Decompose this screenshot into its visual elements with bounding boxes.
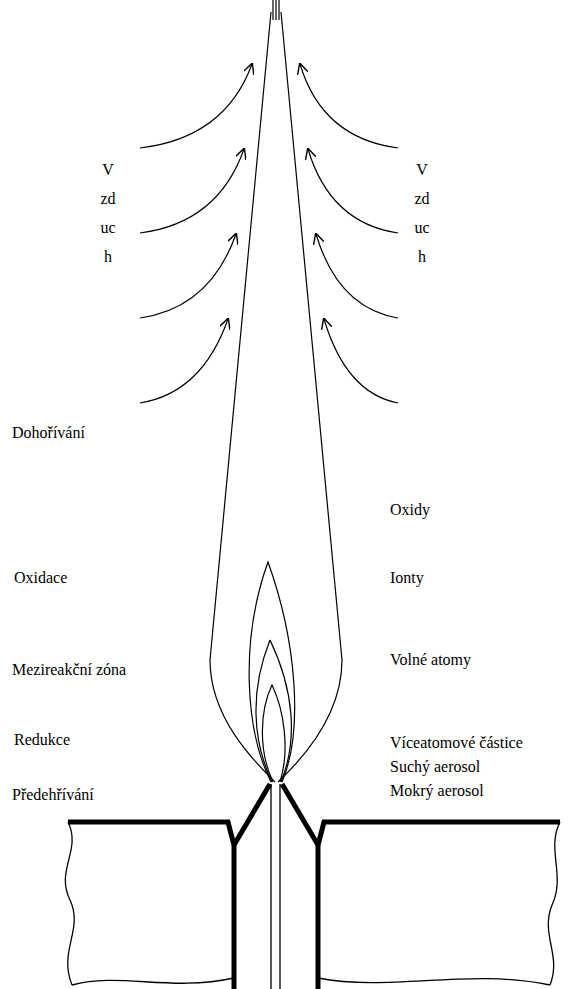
species-label: Oxidy [390, 500, 430, 520]
burner [65, 784, 560, 989]
zone-label: Mezireakční zóna [12, 660, 126, 680]
air-arrows [140, 64, 398, 403]
air-label: Vzduch [414, 155, 430, 271]
species-label: Volné atomy [390, 650, 471, 670]
zone-label: Redukce [14, 730, 70, 750]
species-label: Víceatomové částice [390, 733, 523, 753]
zone-label: Oxidace [14, 568, 67, 588]
zone-label: Předehřívání [12, 785, 94, 805]
species-label: Mokrý aerosol [390, 781, 484, 801]
species-label: Suchý aerosol [390, 757, 480, 777]
zone-label: Dohořívání [12, 423, 85, 443]
air-label: Vzduch [100, 155, 116, 271]
flame-outline [210, 0, 342, 782]
species-label: Ionty [390, 568, 424, 588]
